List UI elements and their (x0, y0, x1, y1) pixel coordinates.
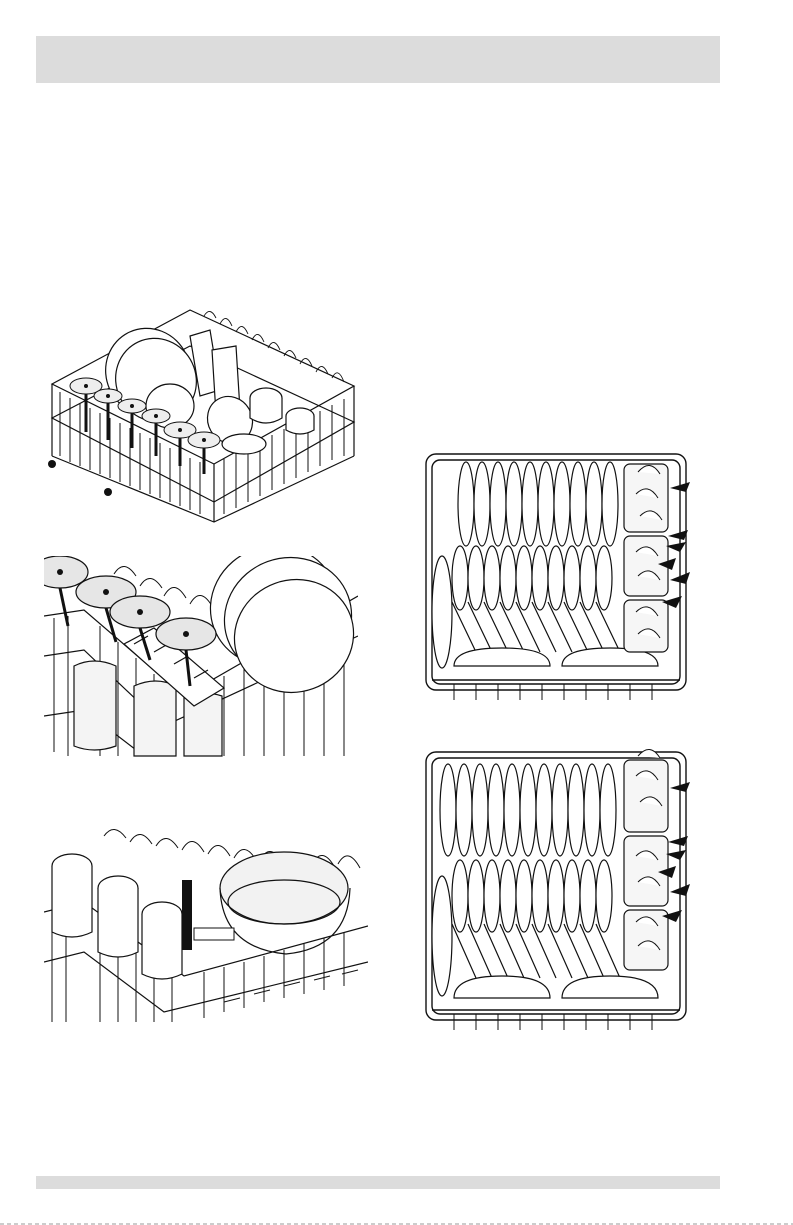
upper-rack-bowls-illustration (44, 822, 368, 1026)
lower-rack-plates-illustration-2 (424, 746, 690, 1034)
footer-bar (36, 1176, 720, 1189)
lower-rack-plates-illustration (424, 452, 690, 704)
header-bar (36, 36, 720, 83)
stemware-holder-illustration (44, 556, 358, 758)
crop-marks (0, 1212, 793, 1225)
upper-rack-overview-illustration (44, 306, 360, 524)
